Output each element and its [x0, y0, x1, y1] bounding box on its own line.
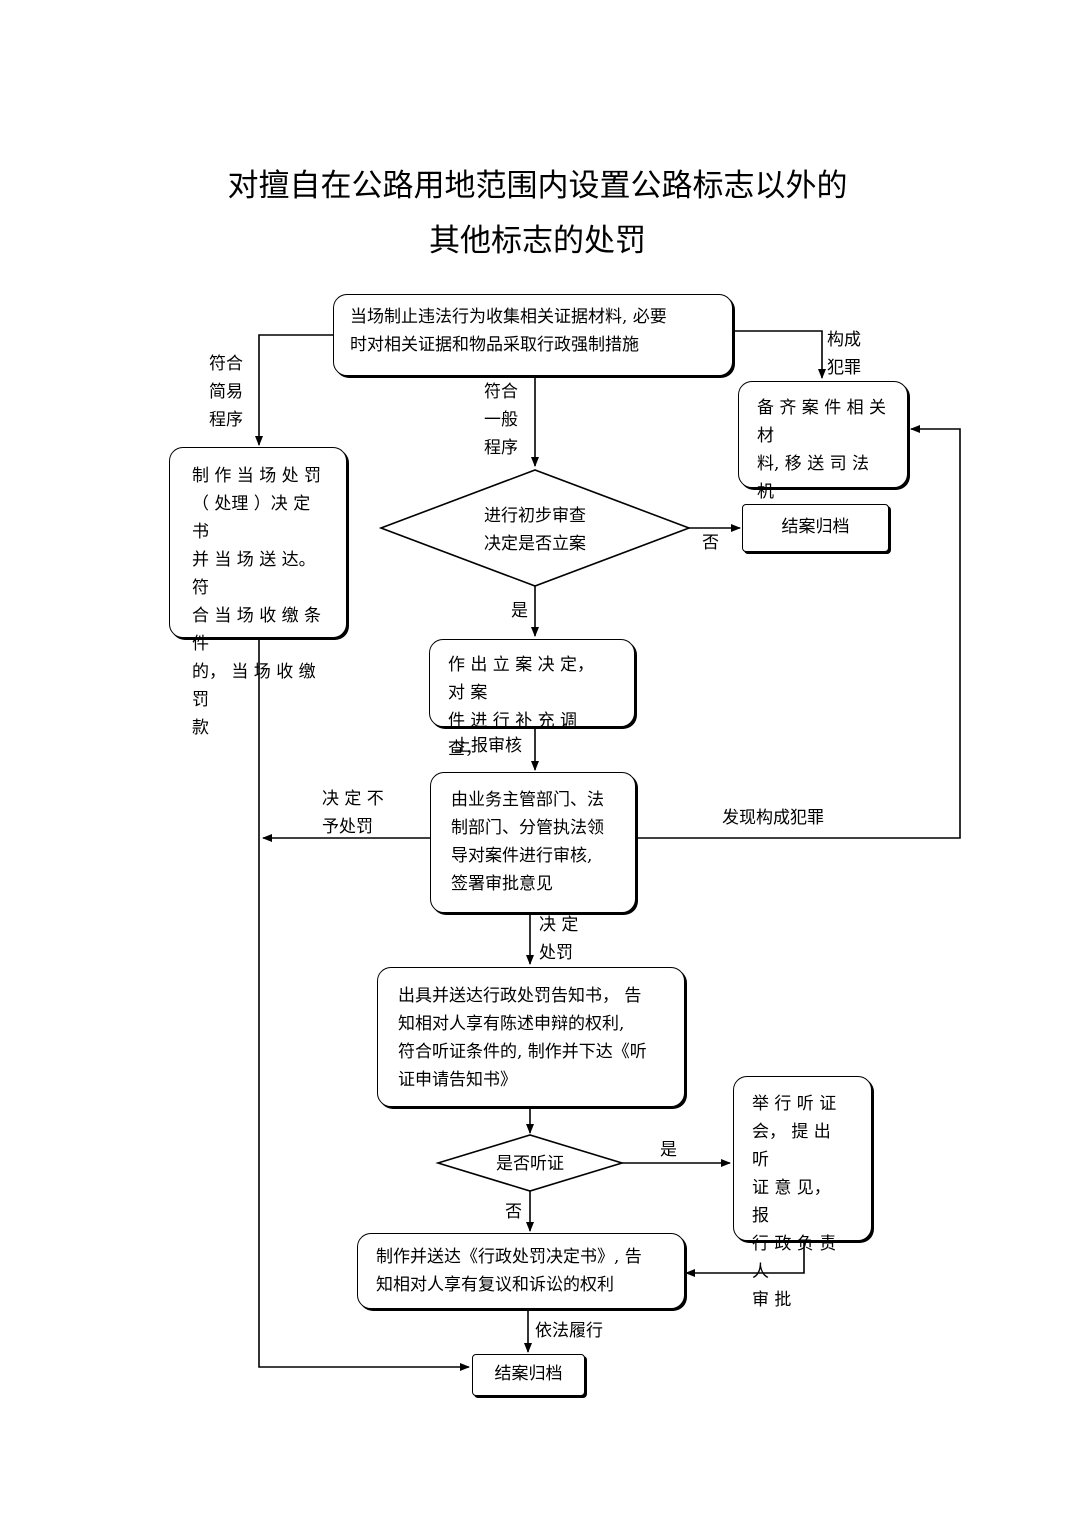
node-review-decision: 进行初步审查 决定是否立案 — [484, 506, 586, 554]
node-hearing: 举 行 听 证 会， 提 出 听 证 意 见， 报 行 政 负 责 人 审 批 — [733, 1076, 872, 1310]
label-found-crime: 发现构成犯罪 — [722, 808, 824, 828]
label-review-no: 否 — [702, 533, 719, 553]
edge-start-to-transfer — [732, 330, 826, 379]
node-notice: 出具并送达行政处罚告知书， 告 知相对人享有陈述申辩的权利, 符合听证条件的, … — [377, 967, 685, 1107]
label-general-procedure: 符合 一般 程序 — [484, 382, 518, 458]
label-decide-penalty: 决 定 处罚 — [539, 915, 579, 963]
node-transfer: 备 齐 案 件 相 关 材 料, 移 送 司 法 机 关 进 行 处 理 — [738, 381, 908, 530]
label-review-yes: 是 — [511, 601, 528, 621]
review-diamond-shape — [378, 469, 692, 587]
node-hearing-decision: 是否听证 — [496, 1154, 564, 1174]
label-hearing-yes: 是 — [660, 1140, 677, 1160]
label-hearing-no: 否 — [505, 1202, 522, 1222]
label-constitutes-crime: 构成 犯罪 — [827, 330, 861, 378]
edge-simple-to-final — [258, 638, 470, 1371]
edge-approval-to-transfer — [636, 425, 961, 839]
edge-start-to-simple — [255, 334, 333, 446]
node-close-no: 结案归档 — [742, 504, 889, 552]
edge-hearing-to-decision — [685, 1240, 805, 1277]
hearing-diamond-shape — [435, 1134, 625, 1192]
label-report-review: 上报审核 — [454, 736, 522, 756]
page-title-line1: 对擅自在公路用地范围内设置公路标志以外的 — [227, 168, 848, 204]
node-approval: 由业务主管部门、法 制部门、分管执法领 导对案件进行审核, 签署审批意见 — [430, 772, 636, 913]
node-decision-doc: 制作并送达《行政处罚决定书》, 告 知相对人享有复议和诉讼的权利 — [357, 1233, 685, 1309]
label-no-penalty: 决 定 不 予处罚 — [322, 789, 384, 837]
node-filing: 作 出 立 案 决 定， 对 案 件 进 行 补 充 调 查， — [429, 639, 635, 759]
node-simple-penalty: 制 作 当 场 处 罚 （ 处理 ）决 定 书 并 当 场 送 达。 符 合 当… — [169, 447, 347, 738]
label-enforce: 依法履行 — [535, 1321, 603, 1341]
page-title-line2: 其他标志的处罚 — [429, 223, 646, 259]
node-close-final: 结案归档 — [472, 1354, 585, 1396]
label-simple-procedure: 符合 简易 程序 — [209, 354, 243, 430]
node-start: 当场制止违法行为收集相关证据材料, 必要 时对相关证据和物品采取行政强制措施 — [333, 294, 733, 376]
